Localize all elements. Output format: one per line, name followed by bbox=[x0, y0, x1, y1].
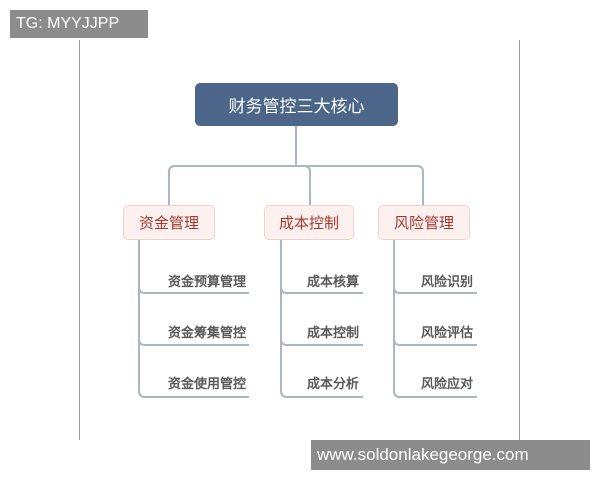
leaf-node: 风险识别 bbox=[420, 275, 473, 290]
branch-risk-management: 风险管理 bbox=[378, 205, 470, 240]
leaf-node: 成本核算 bbox=[306, 275, 359, 290]
leaf-node: 成本分析 bbox=[306, 377, 359, 392]
leaf-node: 资金筹集管控 bbox=[167, 326, 246, 341]
watermark-top: TG: MYYJJPP bbox=[10, 10, 148, 38]
leaf-node: 成本控制 bbox=[306, 326, 359, 341]
leaf-node: 资金预算管理 bbox=[167, 275, 246, 290]
leaf-node: 资金使用管控 bbox=[167, 377, 246, 392]
watermark-bottom: www.soldonlakegeorge.com bbox=[311, 440, 590, 470]
leaf-node: 风险评估 bbox=[420, 326, 473, 341]
root-node: 财务管控三大核心 bbox=[195, 83, 398, 126]
branch-fund-management: 资金管理 bbox=[123, 205, 215, 240]
branch-cost-control: 成本控制 bbox=[264, 205, 354, 240]
leaf-node: 风险应对 bbox=[420, 377, 473, 392]
